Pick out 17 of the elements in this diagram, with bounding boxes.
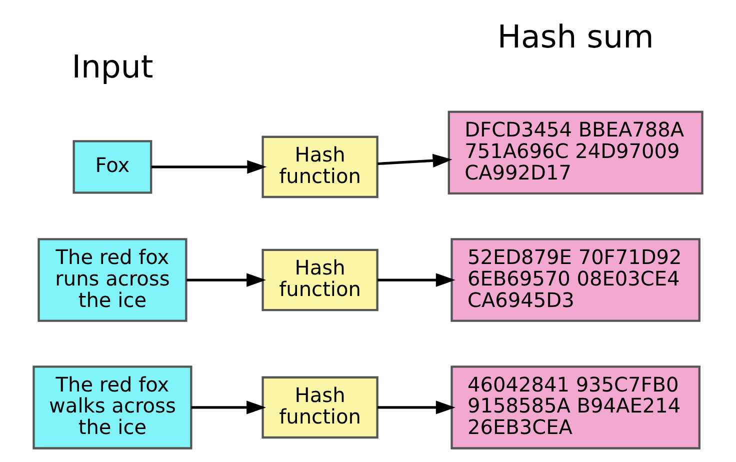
arrow xyxy=(378,273,456,287)
label: Hash sum xyxy=(497,20,654,56)
node-box: Hash function xyxy=(262,248,378,312)
node-box: Hash function xyxy=(262,136,378,198)
node-box: DFCD3454 BBEA788A 751A696C 24D97009 CA992D17 xyxy=(448,110,704,194)
arrow xyxy=(191,400,266,414)
arrow xyxy=(378,400,456,414)
node-box: The red fox runs across the ice xyxy=(38,238,188,322)
node-box: 46042841 935C7FB0 9158585A B94AE214 26EB3CEA xyxy=(450,366,700,450)
node-box: 52ED879E 70F71D92 6EB69570 08E03CE4 CA6945D3 xyxy=(450,238,700,322)
arrow xyxy=(186,273,266,287)
node-box: Fox xyxy=(72,140,152,194)
label: Input xyxy=(72,50,154,86)
arrow xyxy=(377,154,452,168)
arrow xyxy=(151,160,267,174)
node-box: The red fox walks across the ice xyxy=(32,366,192,450)
node-box: Hash function xyxy=(262,376,378,439)
